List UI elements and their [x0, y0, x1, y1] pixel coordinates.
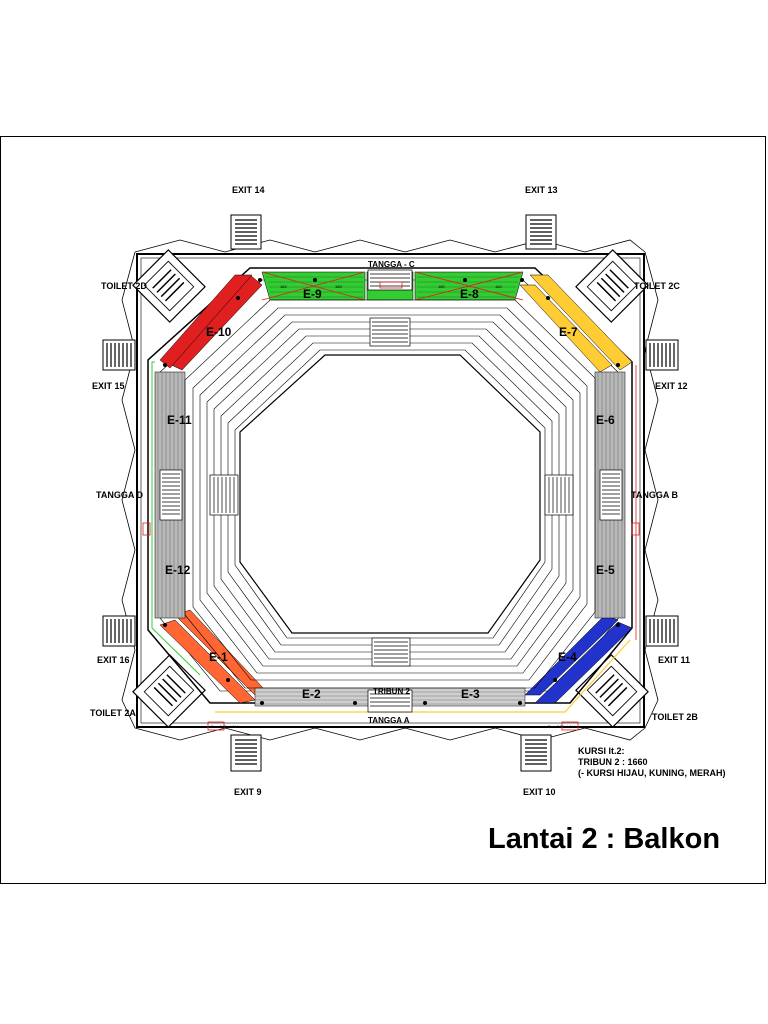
exit-13-label: EXIT 13 — [525, 185, 558, 195]
seat-count-2: 180 — [335, 284, 342, 289]
seat-count-1: 162 — [280, 284, 287, 289]
section-e6-label: E-6 — [596, 413, 615, 427]
aisle-stairs — [159, 269, 623, 713]
section-e7-seats — [519, 274, 633, 373]
exit-11-label: EXIT 11 — [658, 655, 690, 665]
section-e9-label: E-9 — [303, 287, 322, 301]
section-e4-label: E-4 — [558, 650, 577, 664]
exit-15-label: EXIT 15 — [92, 381, 125, 391]
toilet-block-2a — [132, 654, 206, 728]
notes-line-2: TRIBUN 2 : 1660 — [578, 757, 648, 767]
section-e4-seats — [524, 614, 633, 704]
exit-stair-10 — [520, 734, 552, 772]
exit-stair-15 — [102, 339, 136, 371]
exit-stair-12 — [645, 339, 679, 371]
exit-10-label: EXIT 10 — [523, 787, 556, 797]
section-e10-label: E-10 — [206, 325, 232, 339]
drawing-frame — [0, 136, 766, 884]
exit-16-label: EXIT 16 — [97, 655, 130, 665]
exit-stair-11 — [645, 615, 679, 647]
first-aid-room-left — [207, 721, 225, 731]
section-e11-label: E-11 — [167, 413, 192, 427]
exit-stair-13 — [525, 214, 557, 250]
notes-line-1: KURSI lt.2: — [578, 746, 625, 756]
arena-field — [239, 354, 541, 634]
first-aid-left-label: Doa & First Aid — [211, 724, 238, 729]
toilet-2d-label: TOILET 2D — [101, 281, 147, 291]
exit-stair-9 — [230, 734, 262, 772]
section-e3-label: E-3 — [461, 687, 480, 701]
section-e2-label: E-2 — [302, 687, 321, 701]
seat-count-4: 162 — [495, 284, 502, 289]
tribun-2-label: TRIBUN 2 — [373, 687, 410, 696]
toilet-2b-label: TOILET 2B — [652, 712, 698, 722]
exit-stair-16 — [102, 615, 136, 647]
tangga-c-label: TANGGA - C — [368, 260, 415, 269]
exit-14-label: EXIT 14 — [232, 185, 265, 195]
toilet-block-2c — [575, 249, 649, 323]
toilet-2a-label: TOILET 2A — [90, 708, 136, 718]
tangga-d-label: TANGGA D — [96, 490, 143, 500]
toilet-block-2d — [132, 249, 206, 323]
page-title: Lantai 2 : Balkon — [488, 823, 720, 855]
columns — [163, 278, 620, 705]
section-e8-label: E-8 — [460, 287, 479, 301]
first-aid-right-label: Doa & First Aid — [548, 724, 575, 729]
tangga-a-label: TANGGA A — [368, 716, 410, 725]
evacuation-route-left — [151, 361, 201, 676]
notes-line-3: (- KURSI HIJAU, KUNING, MERAH) — [578, 768, 726, 778]
section-e12-label: E-12 — [165, 563, 191, 577]
exit-9-label: EXIT 9 — [234, 787, 262, 797]
first-aid-room-right — [561, 721, 579, 731]
exit-12-label: EXIT 12 — [655, 381, 688, 391]
tangga-b-label: TANGGA B — [631, 490, 678, 500]
seat-count-3: 180 — [438, 284, 445, 289]
section-e1-label: E-1 — [209, 650, 228, 664]
outer-building-wall — [136, 253, 645, 728]
evacuation-route-bottom — [215, 639, 631, 713]
exit-stair-14 — [230, 214, 262, 250]
section-e7-label: E-7 — [559, 325, 578, 339]
toilet-2c-label: TOILET 2C — [634, 281, 680, 291]
section-e5-label: E-5 — [596, 563, 615, 577]
